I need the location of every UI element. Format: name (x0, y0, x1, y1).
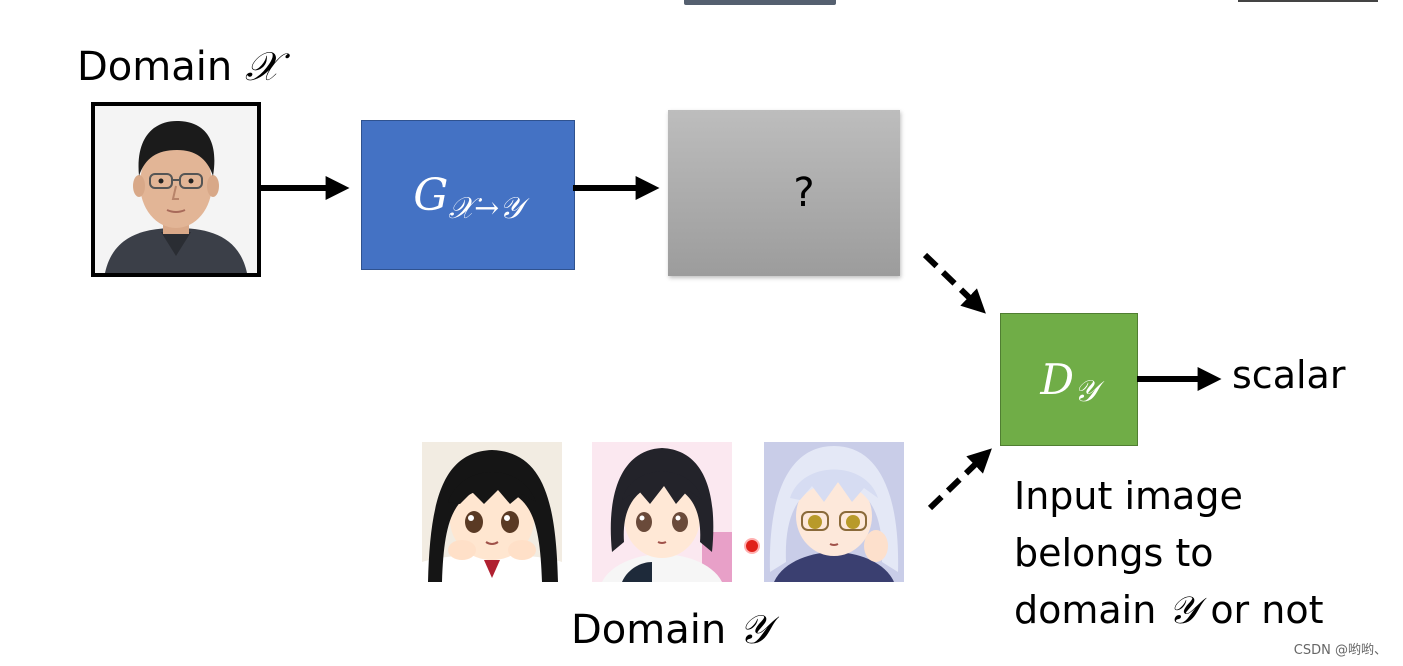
scalar-label: scalar (1232, 353, 1346, 397)
domain-y-label: Domain 𝒴 (571, 610, 770, 650)
laser-pointer-dot (746, 540, 758, 552)
arrow-domain-y-to-discriminator (927, 448, 992, 511)
anime-girl-illustration (422, 442, 562, 582)
domain-x-word: Domain (77, 44, 233, 90)
anime-image-1 (422, 442, 562, 582)
top-image-crop (684, 0, 836, 5)
anime-girl-illustration (764, 442, 904, 582)
discriminator-subscript: 𝒴 (1074, 374, 1098, 409)
domain-y-symbol: 𝒴 (738, 607, 771, 653)
caption-line-1: Input image (1014, 474, 1243, 518)
generator-subscript: 𝒳→𝒴 (448, 190, 523, 226)
anime-image-2 (592, 442, 732, 582)
top-line-crop (1238, 0, 1378, 2)
domain-x-label: Domain 𝒳 (77, 47, 279, 87)
unknown-output-box: ? (668, 110, 900, 276)
anime-girl-illustration (592, 442, 732, 582)
person-photo-illustration (95, 106, 257, 273)
question-mark: ? (793, 170, 815, 216)
discriminator-caption: Input image belongs to domain 𝒴 or not (1014, 468, 1324, 639)
arrow-output-to-discriminator (922, 252, 986, 314)
caption-line-2: belongs to (1014, 531, 1214, 575)
caption-line-3-word: domain (1014, 588, 1157, 632)
watermark: CSDN @哟哟、 (1293, 643, 1387, 658)
caption-line-3-symbol: 𝒴 (1168, 588, 1199, 632)
caption-line-3: domain 𝒴 or not (1014, 582, 1324, 639)
domain-y-word: Domain (571, 607, 727, 653)
discriminator-symbol: D (1040, 355, 1075, 404)
caption-line-3-tail: or not (1210, 588, 1324, 632)
generator-symbol: G (413, 169, 449, 221)
anime-image-3 (764, 442, 904, 582)
domain-x-symbol: 𝒳 (244, 44, 280, 90)
